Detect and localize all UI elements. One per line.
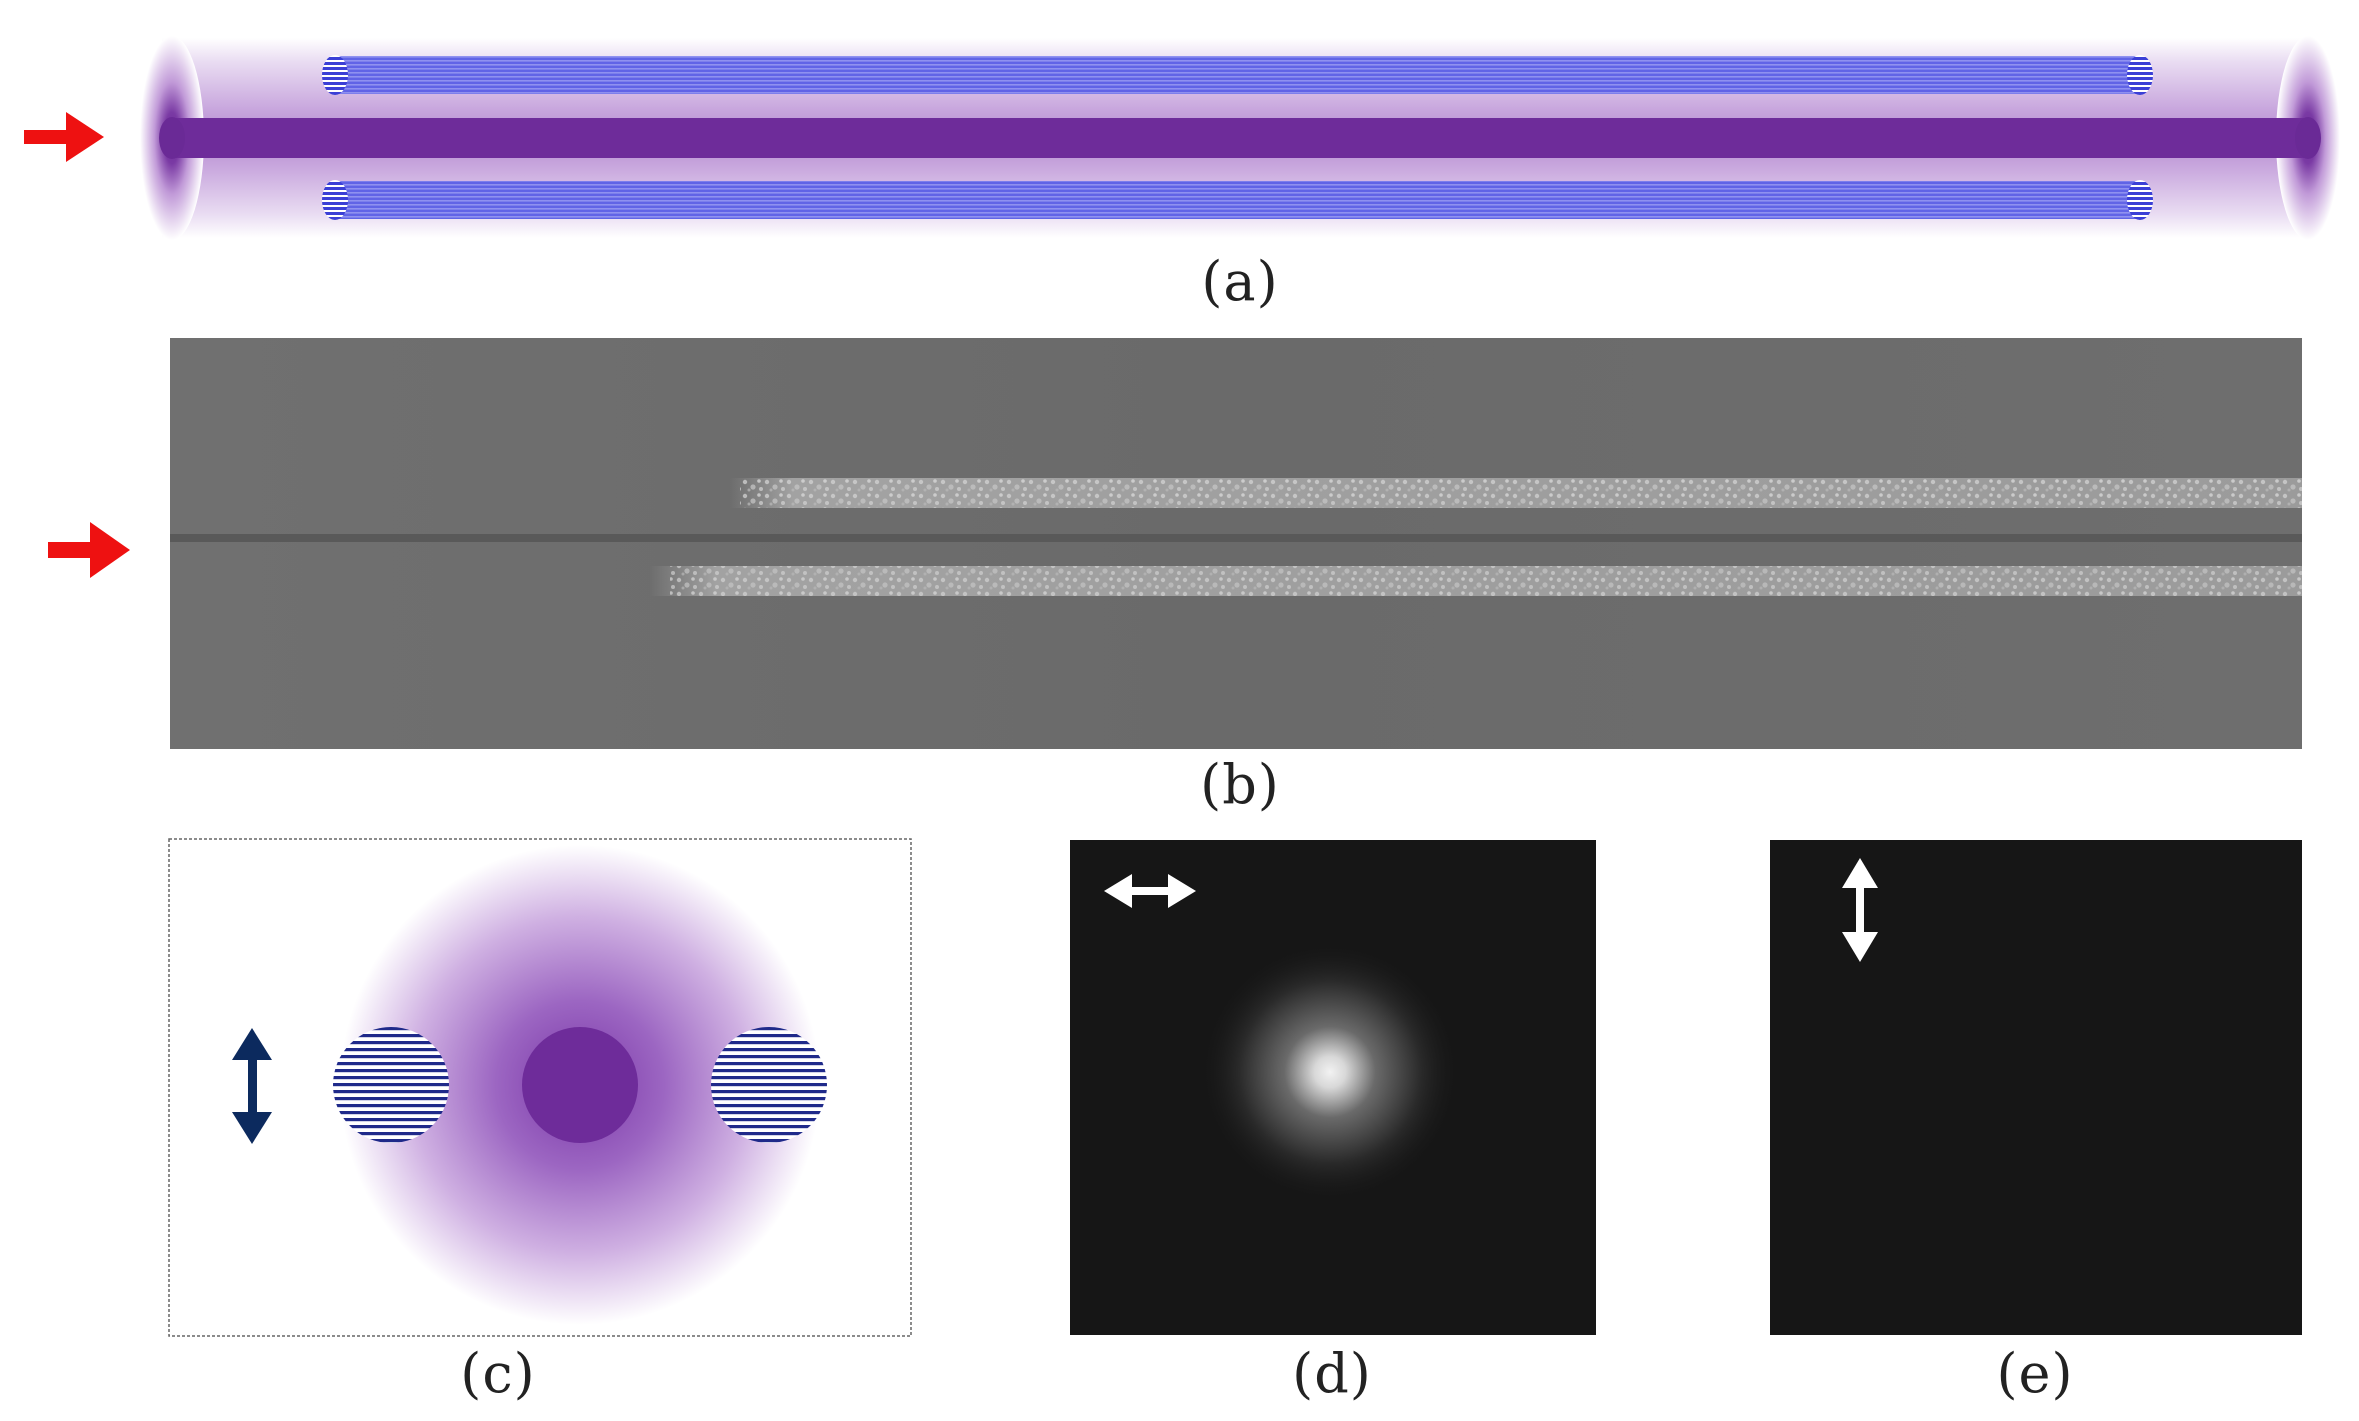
input-arrow-b	[48, 522, 130, 578]
caption-c: (c)	[460, 1342, 536, 1405]
polarization-vertical-arrow-c	[232, 1028, 272, 1144]
caption-b: (b)	[1200, 753, 1280, 816]
panel-a-schematic	[24, 36, 2340, 240]
core-line	[170, 534, 2302, 542]
polarization-horizontal-arrow-d	[1104, 874, 1196, 908]
written-track-upper	[730, 478, 2302, 508]
panel-b-micrograph	[170, 338, 2302, 749]
panel-c-cross-section	[168, 838, 912, 1337]
caption-e: (e)	[1996, 1342, 2074, 1405]
core-right-face	[2295, 117, 2321, 159]
written-track-lower	[650, 566, 2302, 596]
caption-a: (a)	[1201, 250, 1279, 313]
panel-e-mode-image	[1770, 840, 2302, 1335]
guided-mode-spot	[1200, 942, 1460, 1202]
upper-track	[322, 55, 2153, 95]
waveguide-core	[172, 118, 2308, 158]
core-left-face	[159, 117, 185, 159]
input-arrow-a	[24, 112, 104, 162]
lower-track	[322, 180, 2153, 220]
polarization-vertical-arrow-e	[1842, 858, 1878, 962]
panel-d-mode-image	[1070, 840, 1596, 1335]
left-track-cross-section	[333, 1027, 449, 1143]
right-track-cross-section	[711, 1027, 827, 1143]
core-cross-section	[522, 1027, 638, 1143]
caption-d: (d)	[1292, 1342, 1372, 1405]
